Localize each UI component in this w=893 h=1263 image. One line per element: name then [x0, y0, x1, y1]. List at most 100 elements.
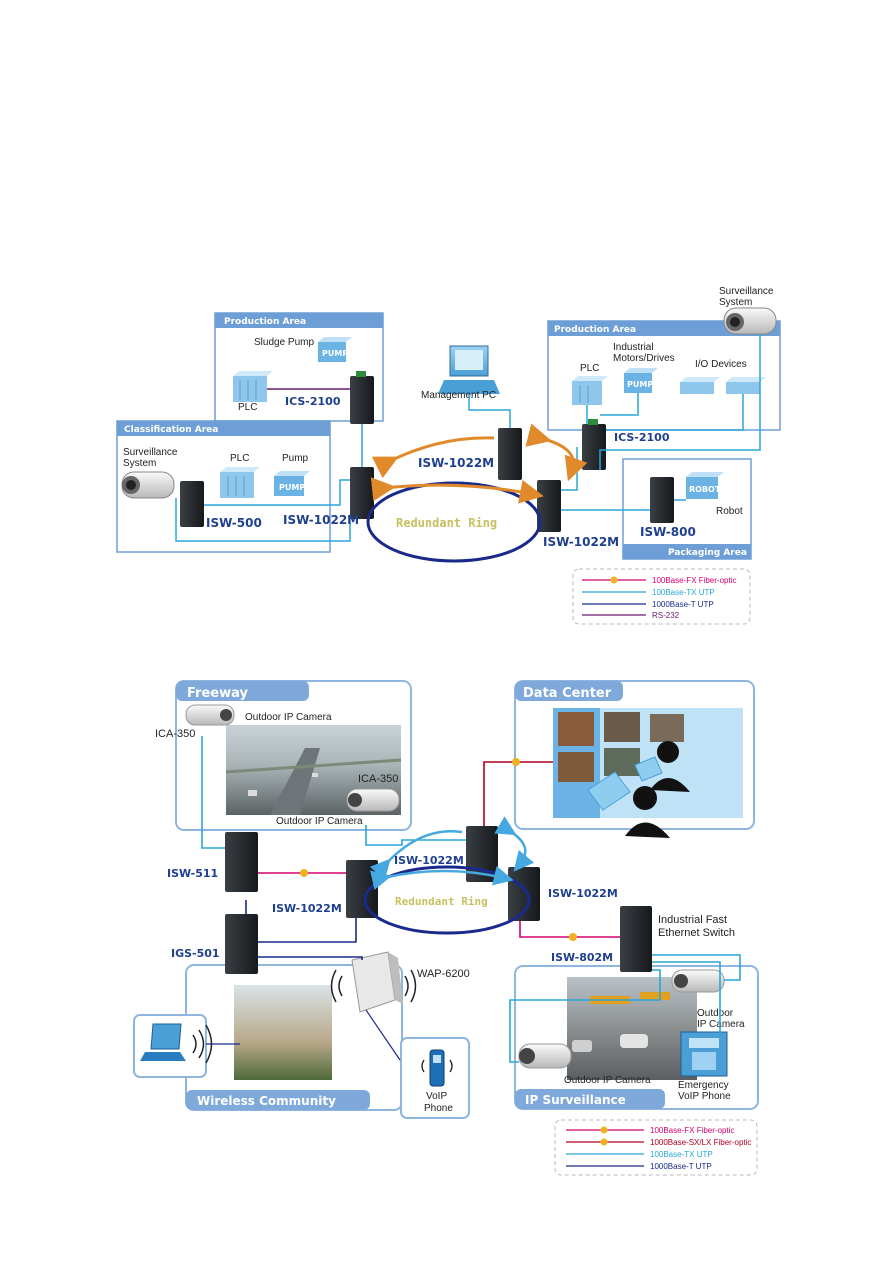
motors-label-2: Motors/Drives — [613, 353, 675, 364]
fiber-connector-icon — [600, 1138, 608, 1146]
sludge-pump-label: Sludge Pump — [254, 337, 314, 348]
production-area-left: Production Area Sludge Pump PUMP PLC ICS… — [214, 312, 384, 422]
isw-802m-label: ISW-802M — [551, 951, 613, 964]
wifi-wave-icon — [330, 969, 417, 1003]
freeway-title: Freeway — [187, 686, 248, 701]
ring-arrow-icon — [369, 830, 463, 881]
terminal-block-icon — [588, 419, 598, 425]
motors-label-1: Industrial — [613, 342, 654, 353]
voip-phone-icon — [429, 1049, 445, 1087]
plc-icon — [233, 371, 273, 402]
video-wall-screen — [604, 748, 640, 776]
laptop-icon — [140, 1023, 186, 1061]
isw-1022m-left-switch — [346, 860, 378, 918]
legend-2-item: 100Base-TX UTP — [650, 1150, 713, 1159]
plc-label-right: PLC — [580, 363, 599, 374]
voip-label-1: VoIP — [426, 1091, 447, 1102]
ica-350-top-label: ICA-350 — [155, 728, 195, 740]
emergency-label-2: VoIP Phone — [678, 1091, 731, 1102]
operator-icon — [625, 741, 690, 838]
diagram-2: Freeway Outdoor IP Camera ICA-350 ICA-35… — [133, 680, 759, 1176]
ring-arrow-icon — [370, 865, 514, 890]
svg-text:ROBOT: ROBOT — [689, 485, 721, 494]
svg-text:PUMP: PUMP — [279, 483, 305, 492]
surveillance-camera-icon — [121, 471, 175, 499]
fiber-connector-icon — [300, 869, 308, 877]
pump-icon: PUMP — [274, 471, 310, 496]
surveillance-label-1: Surveillance — [123, 447, 178, 458]
plc-label-class: PLC — [230, 453, 249, 464]
surveillance-camera-icon — [723, 307, 777, 335]
video-wall-screen — [604, 712, 640, 742]
video-wall-screen — [558, 712, 594, 746]
io-device-icon — [680, 377, 720, 394]
isw-1022m-top-label-2: ISW-1022M — [394, 854, 464, 867]
classification-area-title: Classification Area — [124, 425, 218, 435]
isw-1022m-top-switch — [498, 428, 522, 480]
isw-802m-switch — [620, 906, 652, 972]
igs-501-label: IGS-501 — [171, 947, 220, 960]
plc-label: PLC — [238, 402, 257, 413]
isw-500-switch — [180, 481, 204, 527]
legend-2-item: 1000Base-T UTP — [650, 1162, 712, 1171]
camera-top-label: Outdoor IP Camera — [245, 712, 332, 723]
street-photo — [567, 977, 697, 1080]
robot-label: Robot — [716, 506, 743, 517]
freeway-area: Freeway Outdoor IP Camera ICA-350 ICA-35… — [155, 680, 412, 831]
voip-label-2: Phone — [424, 1103, 453, 1114]
legend-1-item: RS-232 — [652, 611, 680, 620]
data-center-area: Data Center — [514, 680, 755, 838]
ics-2100-left-label: ICS-2100 — [285, 395, 341, 408]
igs-501-switch — [225, 914, 258, 974]
diagram-1: Production Area Sludge Pump PUMP PLC ICS… — [116, 286, 781, 625]
surveillance-label-2: System — [123, 458, 156, 469]
ring-label-2: Redundant Ring — [395, 895, 488, 908]
isw-1022m-top-label: ISW-1022M — [418, 456, 494, 470]
camera-bottom-label: Outdoor IP Camera — [276, 816, 363, 827]
ics-2100-right-label: ICS-2100 — [614, 431, 670, 444]
isw-1022m-left-label: ISW-1022M — [283, 513, 359, 527]
production-area-right-title: Production Area — [554, 325, 636, 335]
outdoor-camera-label-2: IP Camera — [697, 1019, 745, 1030]
production-area-right: Production Area PLC Industrial Motors/Dr… — [547, 320, 781, 444]
isw-511-label: ISW-511 — [167, 867, 218, 880]
isw-1022m-left-switch — [350, 467, 374, 519]
outdoor-camera-icon — [185, 704, 235, 726]
production-area-left-title: Production Area — [224, 317, 306, 327]
wireless-community-area: Wireless Community WAP-62 — [133, 951, 470, 1119]
outdoor-camera-icon — [518, 1043, 572, 1069]
io-device-icon — [726, 377, 766, 394]
classification-area: Classification Area Surveillance System … — [116, 420, 331, 553]
isw-500-label: ISW-500 — [206, 516, 262, 530]
management-pc: Management PC — [421, 345, 500, 401]
monitor-icon — [634, 756, 663, 782]
management-pc-label: Management PC — [421, 390, 496, 401]
video-wall-screen — [558, 752, 594, 782]
ring-label-1: Redundant Ring — [396, 516, 497, 530]
wireless-community-title: Wireless Community — [197, 1094, 336, 1108]
isw-1022m-right-label: ISW-1022M — [543, 535, 619, 549]
legend-1-item: 1000Base-T UTP — [652, 600, 714, 609]
isw-511-switch — [225, 832, 258, 892]
isw-1022m-left-label-2: ISW-1022M — [272, 902, 342, 915]
wap-6200-icon — [351, 951, 403, 1013]
ip-surveillance-area: IP Surveillance Outdoor IP Camera Emerge… — [514, 965, 759, 1110]
pump-icon: PUMP — [318, 337, 352, 362]
surveillance-right-label-2: System — [719, 297, 752, 308]
apartment-photo — [234, 985, 332, 1080]
terminal-block-icon — [356, 371, 366, 377]
data-center-title: Data Center — [523, 686, 612, 701]
video-wall-screen — [650, 714, 684, 742]
svg-text:PUMP: PUMP — [627, 380, 653, 389]
legend-1-item: 100Base-FX Fiber-optic — [652, 576, 736, 585]
legend-2-item: 100Base-FX Fiber-optic — [650, 1126, 734, 1135]
ring-arrow-icon — [371, 436, 495, 479]
outdoor-camera-icon — [671, 969, 725, 993]
robot-icon: ROBOT — [686, 472, 724, 499]
plc-icon — [220, 467, 260, 498]
outdoor-camera-bottom-label: Outdoor IP Camera — [564, 1075, 651, 1086]
ring-arrow-icon — [525, 423, 588, 482]
svg-text:PUMP: PUMP — [322, 349, 348, 358]
legend-1: 100Base-FX Fiber-optic 100Base-TX UTP 10… — [572, 568, 751, 625]
